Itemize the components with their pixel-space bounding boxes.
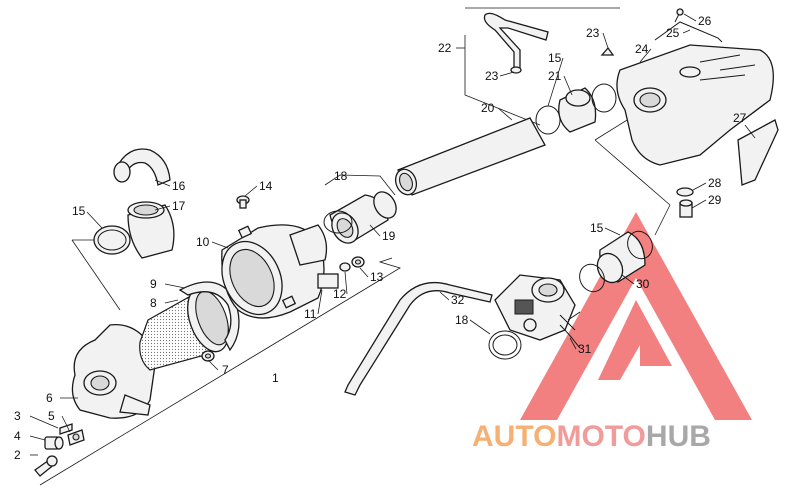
part-20-duct-tube xyxy=(394,117,546,196)
carburetor xyxy=(494,274,581,341)
parts-28-29-drain xyxy=(676,187,694,218)
watermark-inner-mark xyxy=(598,300,672,380)
callout-14: 14 xyxy=(259,179,273,193)
fasteners-2-5 xyxy=(34,423,85,477)
callout-29: 29 xyxy=(708,193,722,207)
part-24-air-silencer xyxy=(616,44,774,166)
callout-23b: 23 xyxy=(485,69,499,83)
part-15-clamp-carb xyxy=(579,230,653,293)
part-10-filter-housing xyxy=(221,224,328,319)
callout-23a: 23 xyxy=(586,26,600,40)
part-23-plug-top xyxy=(600,46,615,56)
svg-text:AUTOMOTOHUB: AUTOMOTOHUB xyxy=(472,420,711,453)
part-14-plug xyxy=(236,195,250,209)
callout-24: 24 xyxy=(635,42,649,56)
watermark-triangle xyxy=(520,212,752,420)
callout-15a: 15 xyxy=(72,204,86,218)
callout-leaders xyxy=(29,13,756,456)
callout-labels: 1 2 3 4 5 6 7 8 9 10 11 12 13 14 15 15 1… xyxy=(14,14,747,462)
part-8-air-filter xyxy=(139,281,240,371)
callout-4: 4 xyxy=(14,429,21,443)
part-7-grommet xyxy=(201,350,215,362)
callout-1: 1 xyxy=(272,371,279,385)
part-18-clamp-upper xyxy=(323,210,353,234)
callout-27: 27 xyxy=(733,111,747,125)
callout-32: 32 xyxy=(451,293,465,307)
callout-20: 20 xyxy=(481,101,495,115)
part-17-boot xyxy=(127,201,175,259)
callout-19: 19 xyxy=(382,229,396,243)
callout-2: 2 xyxy=(14,448,21,462)
part-31-cable xyxy=(559,324,581,349)
part-27-shield xyxy=(737,119,779,186)
callout-7: 7 xyxy=(222,363,229,377)
callout-5: 5 xyxy=(48,409,55,423)
callout-26: 26 xyxy=(698,14,712,28)
callout-6: 6 xyxy=(46,391,53,405)
callout-15b: 15 xyxy=(548,51,562,65)
callout-18b: 18 xyxy=(455,313,469,327)
callout-12: 12 xyxy=(333,287,347,301)
callout-11: 11 xyxy=(304,307,317,321)
watermark-moto: MOTO xyxy=(556,420,645,453)
callout-10: 10 xyxy=(196,235,210,249)
callout-25: 25 xyxy=(666,26,680,40)
parts-11-13-spring-and-washers xyxy=(317,256,365,289)
part-26-screw xyxy=(676,8,684,16)
watermark-hub: HUB xyxy=(646,420,711,453)
callout-22: 22 xyxy=(438,41,452,55)
callout-31: 31 xyxy=(578,342,592,356)
callout-17: 17 xyxy=(172,199,186,213)
callout-18a: 18 xyxy=(334,169,348,183)
callout-16: 16 xyxy=(172,179,186,193)
watermark-auto: AUTO xyxy=(472,420,556,453)
callout-9: 9 xyxy=(150,277,157,291)
callout-3: 3 xyxy=(14,409,21,423)
part-22-vent-tube xyxy=(483,12,549,74)
callout-15c: 15 xyxy=(590,221,604,235)
part-32-hose xyxy=(344,281,493,396)
callout-13: 13 xyxy=(370,270,384,284)
part-15-clamp-left xyxy=(93,225,131,255)
callout-28: 28 xyxy=(708,176,722,190)
callout-30: 30 xyxy=(636,277,650,291)
part-21-boot xyxy=(558,87,597,133)
part-16-elbow xyxy=(113,148,171,186)
part-18-clamp-lower xyxy=(488,330,522,360)
callout-21: 21 xyxy=(548,69,562,83)
watermark: AUTOMOTOHUB xyxy=(472,212,752,453)
part-6-airbox-housing xyxy=(71,324,156,419)
callout-8: 8 xyxy=(150,296,157,310)
